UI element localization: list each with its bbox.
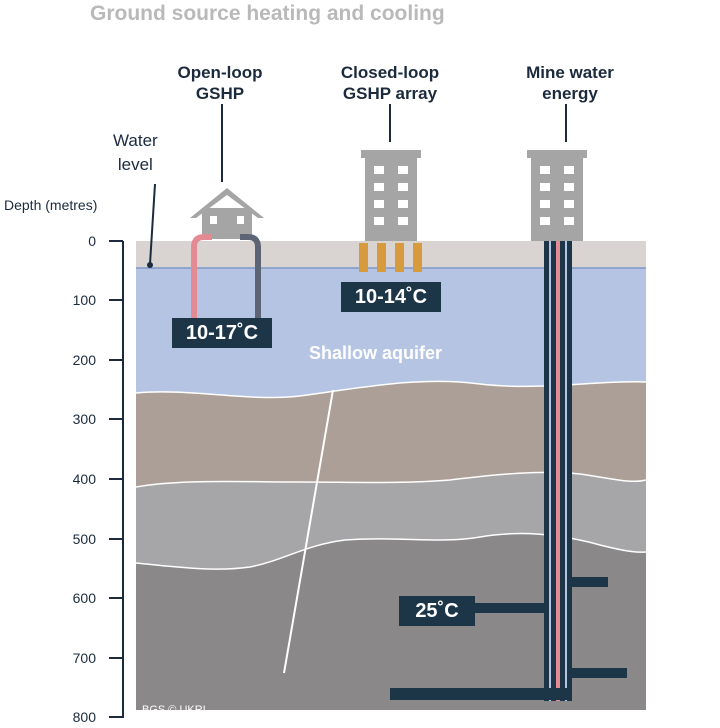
water-level-label-line2: level: [117, 155, 153, 174]
open-loop-label-line1: Open-loop: [177, 63, 263, 82]
mine-tunnel-connector: [470, 603, 546, 613]
closed-loop-borehole-array: [359, 243, 422, 272]
mine-tunnel-upper: [570, 577, 608, 587]
closed-loop-label: Closed-loop GSHP array: [315, 62, 465, 104]
water-level-label: Water level: [113, 129, 158, 177]
open-loop-label-line2: GSHP: [195, 84, 245, 103]
tick-label-500: 500: [72, 531, 96, 547]
tick-label-600: 600: [72, 590, 96, 606]
mine-water-label-line2: energy: [542, 84, 598, 103]
shallow-aquifer-label: Shallow aquifer: [309, 343, 443, 363]
open-loop-temperature-label: 10-17˚C: [172, 318, 272, 348]
water-level-pointer: [149, 183, 156, 265]
mine-water-label: Mine water energy: [495, 62, 645, 104]
water-level-label-line1: Water: [113, 131, 158, 150]
tick-label-100: 100: [72, 292, 96, 308]
open-loop-return-pipe: [240, 234, 261, 324]
diagram-title: Ground source heating and cooling: [90, 2, 445, 25]
tick-label-400: 400: [72, 471, 96, 487]
mine-tunnel-lower: [570, 668, 627, 678]
depth-axis-label: Depth (metres): [4, 197, 98, 213]
open-loop-warm-pipe: [191, 234, 212, 324]
mine-tunnel-bottom: [390, 688, 572, 700]
office-building-icon: [361, 150, 421, 241]
open-loop-label: Open-loop GSHP: [150, 62, 290, 104]
closed-loop-temperature-label: 10-14˚C: [341, 282, 441, 312]
geological-fault-line: [283, 389, 334, 674]
depth-axis: [109, 240, 124, 718]
house-icon: [190, 188, 264, 239]
mine-water-building-icon: [527, 150, 587, 241]
credit-text: BGS © UKRI: [142, 704, 206, 716]
mine-water-temperature-label: 25˚C: [399, 596, 475, 626]
tick-label-200: 200: [72, 352, 96, 368]
rock-layer-dark: [136, 533, 646, 710]
tick-label-700: 700: [72, 650, 96, 666]
tick-label-300: 300: [72, 411, 96, 427]
water-level-marker: [147, 262, 153, 268]
mine-shaft: [390, 241, 627, 701]
mine-water-label-line1: Mine water: [526, 63, 614, 82]
tick-label-0: 0: [88, 233, 96, 249]
closed-loop-label-line2: GSHP array: [342, 84, 438, 103]
closed-loop-label-line1: Closed-loop: [340, 63, 440, 82]
tick-label-800: 800: [72, 709, 96, 725]
